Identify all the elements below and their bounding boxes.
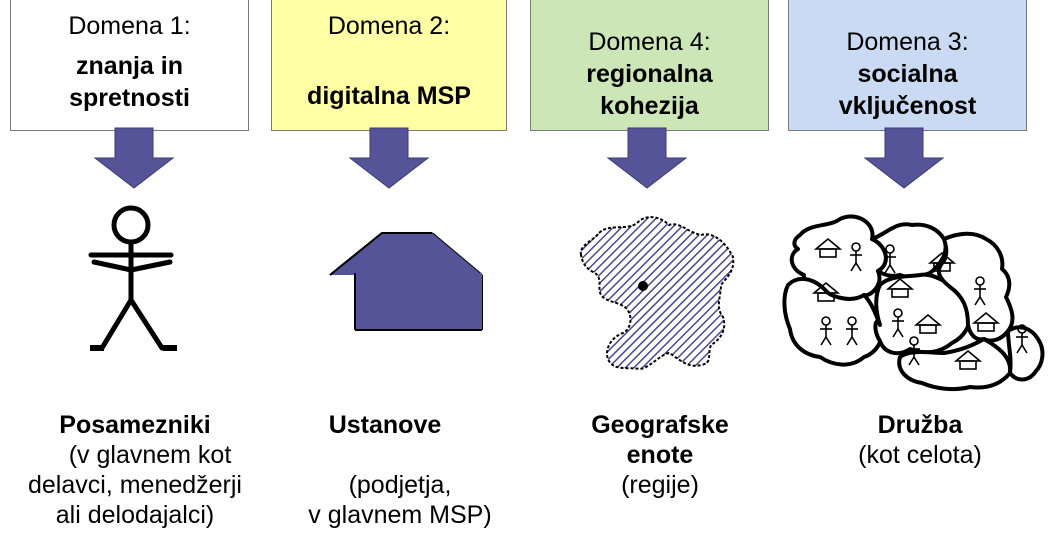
- caption-line: v glavnem MSP): [308, 501, 492, 529]
- caption-line: (podjetja,: [348, 471, 452, 499]
- down-arrow-icon: [93, 127, 175, 189]
- house-small-icon: [813, 237, 843, 258]
- domain-heading: Domena 3:: [846, 28, 969, 56]
- down-arrows: [93, 127, 945, 189]
- house-small-icon: [953, 349, 983, 370]
- caption-society: Družba (kot celota): [820, 410, 1020, 470]
- house-small-icon: [885, 277, 915, 298]
- domain-name-line2: vključenost: [838, 92, 977, 120]
- person-small-icon: [884, 244, 896, 274]
- house-small-icon: [927, 251, 957, 272]
- caption-line: delavci, menedžerji: [28, 471, 242, 499]
- caption-title-2: enote: [626, 441, 694, 469]
- caption-geographic-units: Geografske enote (regije): [560, 410, 760, 500]
- domain-heading: Domena 2:: [327, 12, 451, 40]
- caption-individuals: Posamezniki (v glavnem kot delavci, mene…: [0, 410, 270, 530]
- domain-box-1: Domena 1: znanja in spretnosti: [10, 0, 249, 131]
- caption-line: (regije): [621, 471, 699, 499]
- domain-heading: Domena 4:: [588, 28, 711, 56]
- caption-line: (kot celota): [858, 441, 982, 469]
- domain-box-2: Domena 2: digitalna MSP: [271, 0, 507, 131]
- domain-box-3: Domena 4: regionalna kohezija: [530, 0, 769, 131]
- caption-institutions: Ustanove (podjetja, v glavnem MSP): [285, 410, 515, 530]
- domain-heading: Domena 1:: [68, 12, 191, 40]
- caption-line: [285, 440, 515, 470]
- person-small-icon: [846, 316, 858, 346]
- caption-line: (v glavnem kot: [68, 441, 232, 469]
- person-small-icon: [908, 336, 920, 366]
- domain-name-line1: socialna: [857, 60, 958, 88]
- domain-box-4: Domena 3: socialna vključenost: [788, 0, 1027, 131]
- person-small-icon: [820, 316, 832, 346]
- caption-line: ali delodajalci): [55, 501, 215, 529]
- caption-title: Družba: [877, 411, 963, 439]
- domain-name-line2: digitalna MSP: [307, 82, 471, 110]
- down-arrow-icon: [606, 127, 688, 189]
- person-small-icon: [974, 276, 986, 306]
- region-map-icon: [579, 216, 735, 371]
- house-icon: [329, 231, 483, 331]
- person-small-icon: [850, 242, 862, 272]
- domain-name-line1: regionalna: [586, 60, 713, 88]
- house-small-icon: [811, 281, 841, 302]
- domain-name-line1: znanja in: [76, 52, 183, 80]
- house-small-icon: [971, 311, 1001, 332]
- caption-title: Posamezniki: [59, 411, 211, 439]
- down-arrow-icon: [348, 127, 430, 189]
- society-map-icon: [782, 214, 1045, 392]
- stick-figure-icon: [88, 205, 177, 351]
- domain-name-line2: spretnosti: [69, 84, 190, 112]
- caption-title: Ustanove: [328, 411, 442, 439]
- domain-name-line2: kohezija: [600, 92, 699, 120]
- person-small-icon: [1016, 324, 1028, 354]
- down-arrow-icon: [863, 127, 945, 189]
- caption-title: Geografske: [591, 411, 729, 439]
- house-small-icon: [913, 313, 943, 334]
- person-small-icon: [892, 308, 904, 338]
